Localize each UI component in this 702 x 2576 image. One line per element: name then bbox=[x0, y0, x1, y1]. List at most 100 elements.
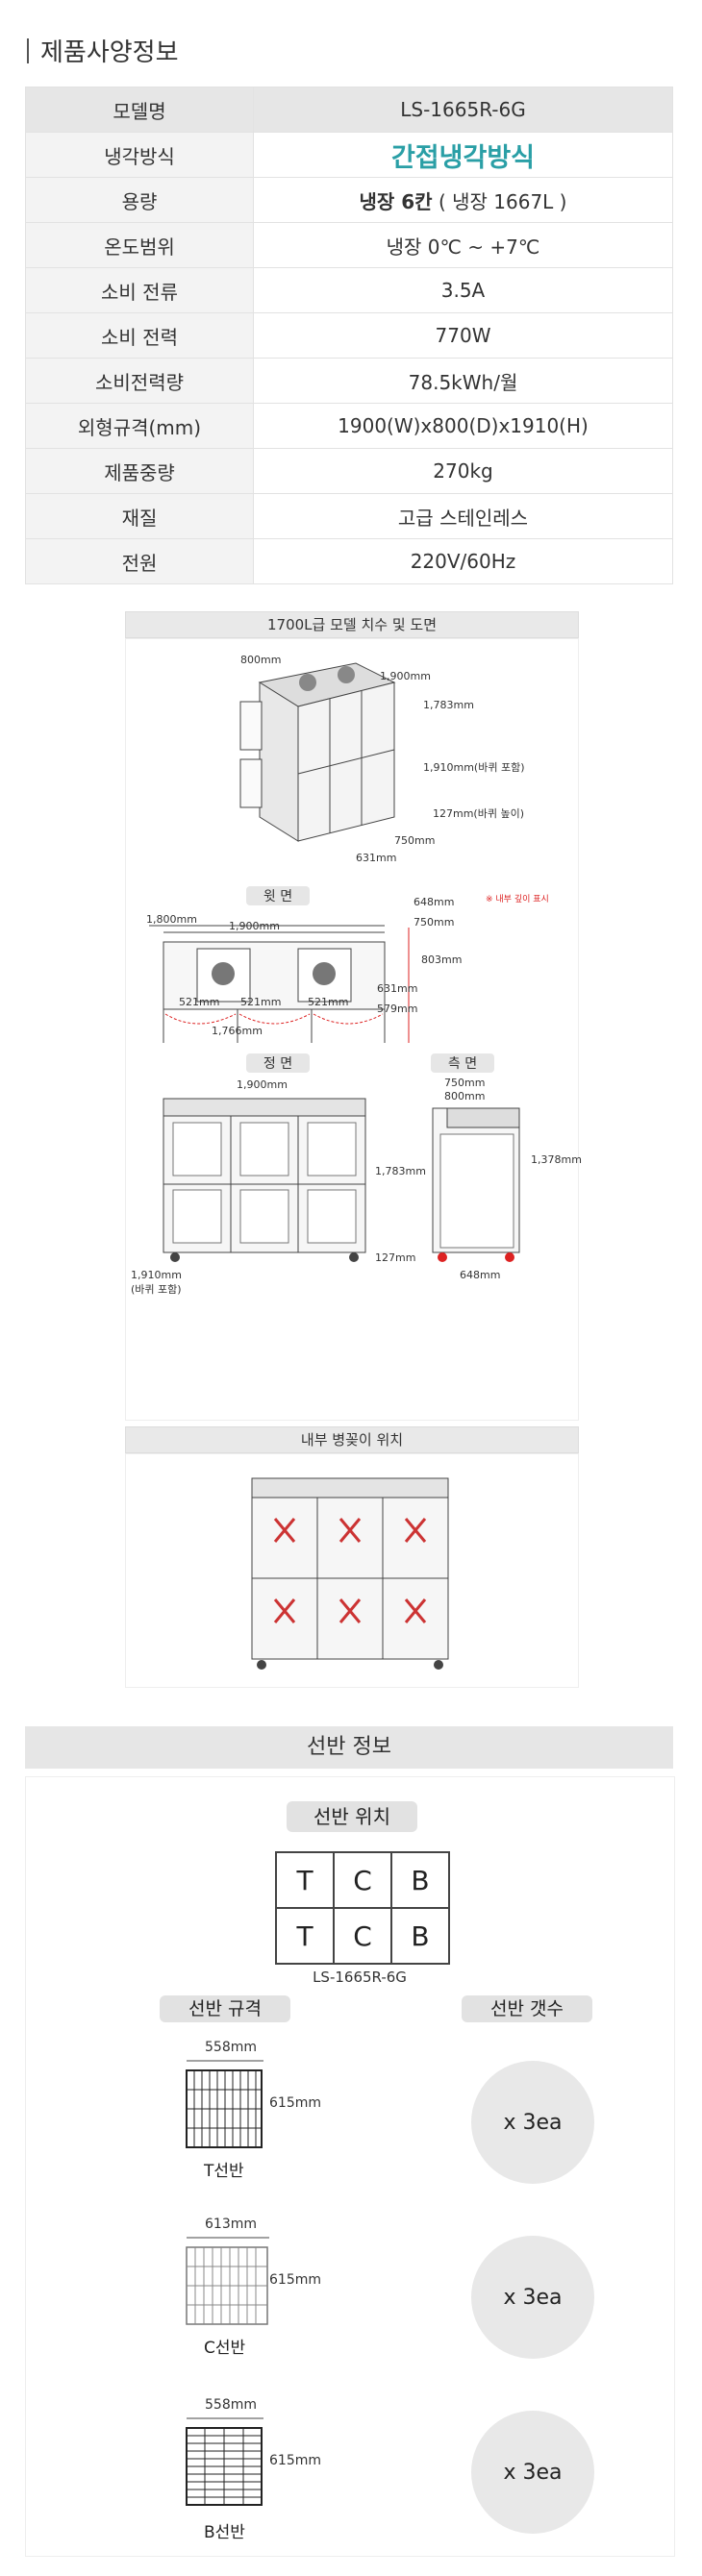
page-title-text: 제품사양정보 bbox=[40, 38, 179, 67]
shelf-header: 선반 정보 bbox=[25, 1726, 673, 1769]
shelf-b-count: x 3ea bbox=[471, 2411, 594, 2534]
spec-key: 소비전력량 bbox=[25, 358, 254, 404]
side-view-label: 측 면 bbox=[431, 1053, 494, 1073]
shelf-b-height: 615mm bbox=[269, 2453, 321, 2468]
grid-cell: T bbox=[275, 1851, 335, 1909]
side-view-drawing bbox=[432, 1107, 520, 1262]
spec-value-cooling: 간접냉각방식 bbox=[253, 132, 673, 178]
page-title: 제품사양정보 bbox=[27, 33, 179, 68]
top-w1800: 1,800mm bbox=[146, 913, 197, 926]
spec-key: 소비 전류 bbox=[25, 267, 254, 313]
iso-d750: 750mm bbox=[394, 834, 436, 847]
iso-d800: 800mm bbox=[240, 654, 282, 666]
front-wheel: (바퀴 포함) bbox=[131, 1283, 182, 1296]
front-h1910: 1,910mm bbox=[131, 1269, 182, 1281]
title-bar bbox=[27, 37, 29, 63]
iso-h1783: 1,783mm bbox=[423, 699, 474, 711]
spec-value: 냉장 0℃ ~ +7℃ bbox=[253, 222, 673, 268]
spec-value: LS-1665R-6G bbox=[253, 87, 673, 133]
bottle-header: 내부 병꽂이 위치 bbox=[125, 1426, 579, 1453]
spec-value: 냉장 6칸 ( 냉장 1667L ) bbox=[253, 177, 673, 223]
top-view-drawing bbox=[149, 925, 410, 1043]
top-d631: 631mm bbox=[377, 982, 418, 995]
grid-cell: C bbox=[333, 1907, 392, 1965]
spec-key: 제품중량 bbox=[25, 448, 254, 494]
spec-value: 220V/60Hz bbox=[253, 538, 673, 584]
table-row: 외형규격(mm)1900(W)x800(D)x1910(H) bbox=[25, 403, 673, 449]
top-d521c: 521mm bbox=[308, 996, 349, 1008]
iso-d631: 631mm bbox=[356, 852, 397, 864]
grid-cell: C bbox=[333, 1851, 392, 1909]
side-d800: 800mm bbox=[444, 1090, 486, 1102]
shelf-model: LS-1665R-6G bbox=[313, 1969, 407, 1986]
front-view-drawing bbox=[163, 1098, 366, 1262]
shelf-c-count: x 3ea bbox=[471, 2236, 594, 2359]
spec-value: 770W bbox=[253, 312, 673, 359]
spec-value: 3.5A bbox=[253, 267, 673, 313]
front-h127: 127mm bbox=[375, 1251, 416, 1264]
side-d648: 648mm bbox=[460, 1269, 501, 1281]
grid-cell: T bbox=[275, 1907, 335, 1965]
grid-cell: B bbox=[390, 1907, 450, 1965]
isometric-drawing bbox=[239, 662, 396, 842]
iso-h127: 127mm(바퀴 높이) bbox=[433, 807, 524, 820]
side-d750: 750mm bbox=[444, 1077, 486, 1089]
spec-key: 재질 bbox=[25, 493, 254, 539]
top-d648: 648mm bbox=[414, 896, 455, 908]
top-d579: 579mm bbox=[377, 1003, 418, 1015]
shelf-b-drawing bbox=[186, 2417, 263, 2506]
spec-key: 전원 bbox=[25, 538, 254, 584]
shelf-spec-label: 선반 규격 bbox=[160, 1995, 290, 2022]
shelf-t-drawing bbox=[186, 2060, 263, 2148]
capacity-bold: 냉장 6칸 bbox=[359, 189, 433, 213]
shelf-c-width: 613mm bbox=[205, 2217, 257, 2232]
shelf-c-drawing bbox=[186, 2237, 269, 2325]
spec-key: 용량 bbox=[25, 177, 254, 223]
iso-w1900: 1,900mm bbox=[380, 670, 431, 682]
front-w1900: 1,900mm bbox=[237, 1078, 288, 1091]
spec-key: 온도범위 bbox=[25, 222, 254, 268]
top-note-text: ※ 내부 깊이 표시 bbox=[486, 895, 549, 904]
top-d521b: 521mm bbox=[240, 996, 282, 1008]
shelf-position-label: 선반 위치 bbox=[287, 1801, 417, 1832]
top-view-label: 윗 면 bbox=[246, 886, 310, 905]
shelf-count-label: 선반 갯수 bbox=[462, 1995, 592, 2022]
iso-h1910: 1,910mm(바퀴 포함) bbox=[423, 761, 525, 774]
front-view-label: 정 면 bbox=[246, 1053, 310, 1073]
shelf-t-width: 558mm bbox=[205, 2040, 257, 2055]
shelf-t-height: 615mm bbox=[269, 2095, 321, 2111]
shelf-b-name: B선반 bbox=[204, 2523, 245, 2542]
shelf-t-count: x 3ea bbox=[471, 2061, 594, 2184]
capacity-detail: ( 냉장 1667L ) bbox=[432, 189, 567, 213]
drawing-header: 1700L급 모델 치수 및 도면 bbox=[125, 611, 579, 638]
top-w1766: 1,766mm bbox=[212, 1025, 263, 1037]
spec-key: 외형규격(mm) bbox=[25, 403, 254, 449]
top-d750: 750mm bbox=[414, 916, 455, 929]
spec-value: 1900(W)x800(D)x1910(H) bbox=[253, 403, 673, 449]
shelf-b-width: 558mm bbox=[205, 2397, 257, 2413]
spec-key: 모델명 bbox=[25, 87, 254, 133]
front-h1783: 1,783mm bbox=[375, 1165, 426, 1177]
grid-cell: B bbox=[390, 1851, 450, 1909]
top-w1900: 1,900mm bbox=[229, 920, 280, 932]
spec-value: 고급 스테인레스 bbox=[253, 493, 673, 539]
spec-value: 270kg bbox=[253, 448, 673, 494]
spec-key: 소비 전력 bbox=[25, 312, 254, 359]
shelf-t-name: T선반 bbox=[204, 2162, 244, 2181]
shelf-c-height: 615mm bbox=[269, 2272, 321, 2288]
spec-value: 78.5kWh/월 bbox=[253, 358, 673, 404]
top-d803: 803mm bbox=[421, 954, 463, 966]
top-note: ※ 내부 깊이 표시 bbox=[486, 892, 549, 904]
bottle-drawing bbox=[251, 1477, 449, 1670]
